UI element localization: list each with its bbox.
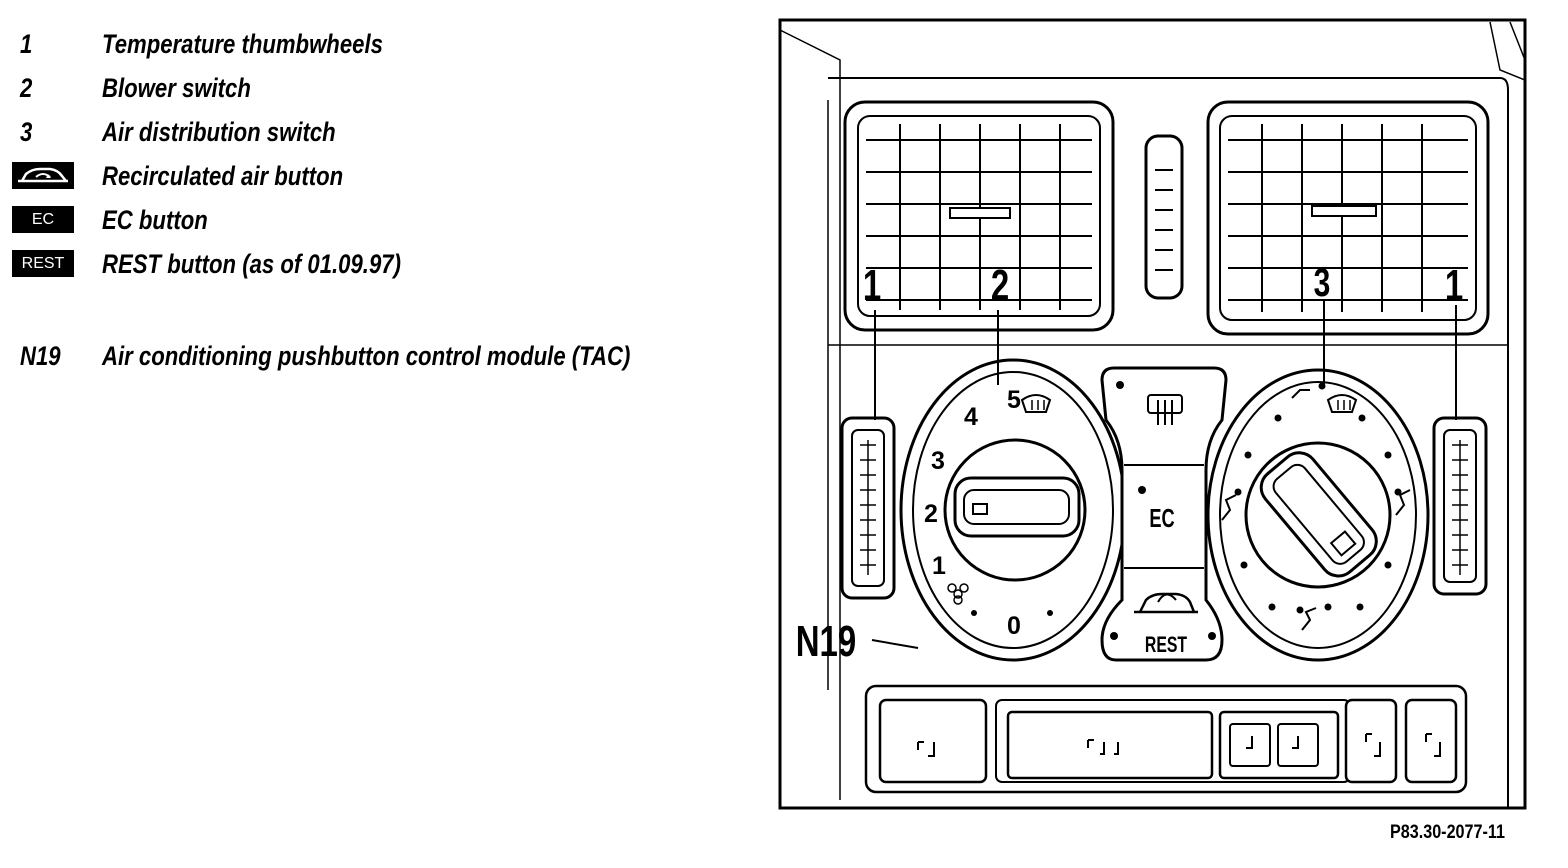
legend-label: REST button (as of 01.09.97) (102, 248, 401, 279)
legend-label: Blower switch (102, 72, 251, 103)
bottom-button-bank (864, 684, 1468, 794)
rest-button-label: REST (1145, 634, 1187, 658)
left-air-vent (843, 100, 1115, 332)
defrost-icon-blower (1020, 394, 1052, 413)
callout-right-thumbwheel: 1 (1445, 262, 1463, 311)
center-vent-slot (1144, 134, 1184, 300)
right-temperature-thumbwheel (1432, 416, 1488, 596)
callout-module: N19 (796, 618, 857, 667)
control-module-diagram: EC REST (778, 18, 1527, 810)
legend: 1 Temperature thumbwheels 2 Blower switc… (0, 0, 760, 400)
rest-badge: REST (12, 250, 74, 277)
legend-label: Recirculated air button (102, 160, 344, 191)
left-temperature-thumbwheel (840, 416, 896, 600)
blower-scale-3: 3 (931, 447, 945, 475)
callout-distribution: 3 (1314, 261, 1331, 305)
blower-fan-icon (947, 583, 969, 605)
legend-label: Temperature thumbwheels (102, 28, 383, 59)
legend-key: N19 (20, 340, 61, 371)
ec-button-label: EC (1149, 504, 1174, 533)
blower-switch (899, 358, 1127, 662)
recirculated-air-icon (12, 162, 74, 189)
blower-scale-0: 0 (1007, 612, 1021, 640)
blower-scale-2: 2 (924, 500, 938, 528)
legend-key: 3 (20, 116, 33, 147)
recirculated-air-icon-panel (1134, 592, 1198, 614)
right-air-vent (1206, 100, 1490, 336)
ec-badge: EC (12, 206, 74, 233)
blower-scale-5: 5 (1007, 386, 1021, 414)
callout-left-thumbwheel: 1 (863, 262, 881, 311)
legend-key: 2 (20, 72, 33, 103)
center-button-column: EC REST (1100, 366, 1228, 662)
legend-label: EC button (102, 204, 208, 235)
callout-leaders (871, 300, 1457, 649)
callout-blower: 2 (991, 262, 1009, 311)
airflow-icons (1221, 389, 1411, 631)
figure-caption: P83.30-2077-11 (1390, 822, 1505, 843)
blower-scale-1: 1 (932, 552, 946, 580)
legend-key: 1 (20, 28, 33, 59)
air-distribution-switch (1206, 368, 1430, 662)
blower-scale-4: 4 (964, 403, 978, 431)
legend-label: Air distribution switch (102, 116, 336, 147)
defrost-icon-distribution (1326, 394, 1358, 413)
rear-defrost-icon (1147, 394, 1183, 425)
legend-label: Air conditioning pushbutton control modu… (102, 340, 631, 371)
